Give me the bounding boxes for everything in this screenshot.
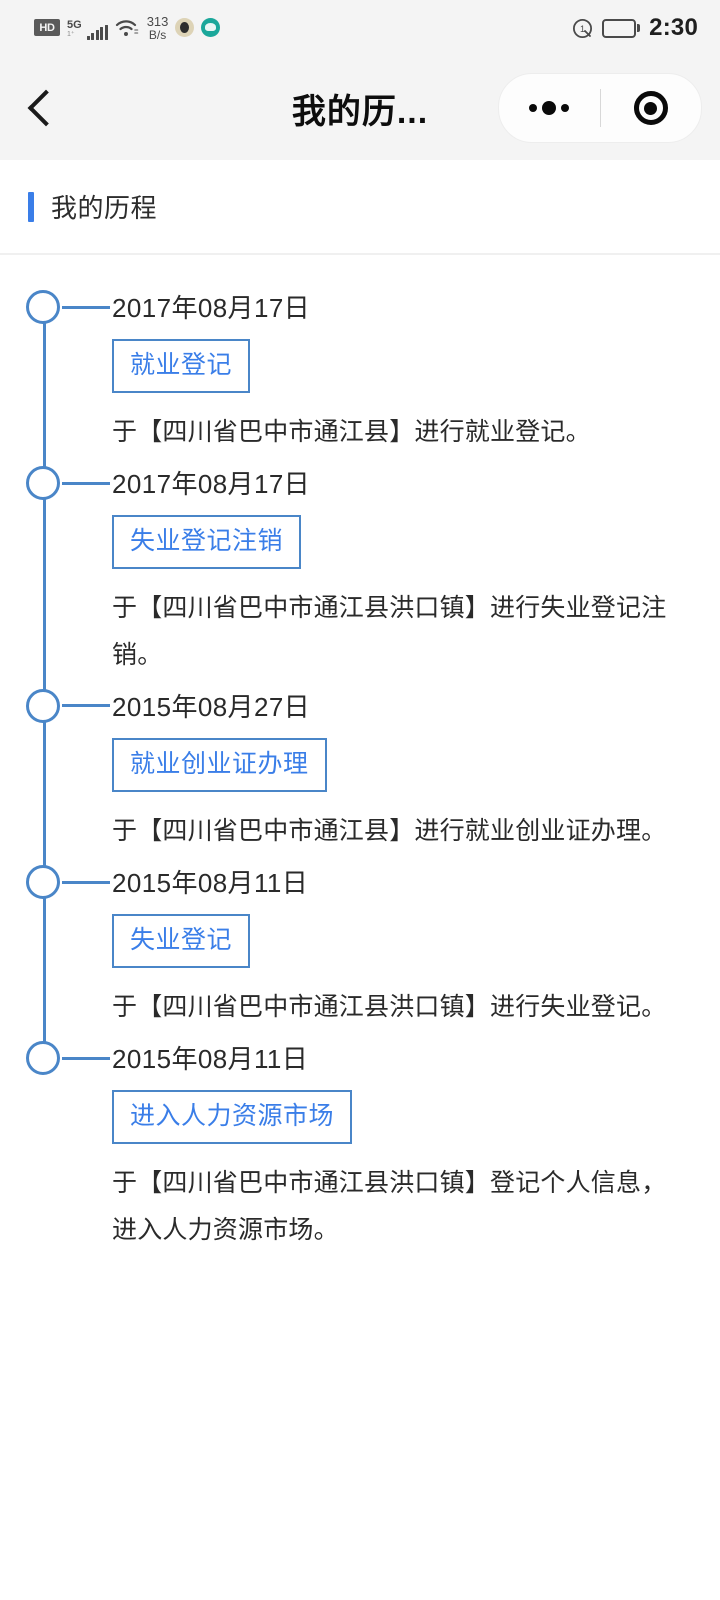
timeline-item-description: 于【四川省巴中市通江县】进行就业登记。 — [112, 418, 591, 446]
timeline-item-description: 于【四川省巴中市通江县洪口镇】进行失业登记。 — [112, 993, 667, 1021]
timeline-item-badge-row: 失业登记注销 — [112, 499, 690, 570]
navigation-bar: 我的历... — [0, 56, 720, 160]
timeline-item-description: 于【四川省巴中市通江县】进行就业创业证办理。 — [112, 816, 667, 845]
svg-text:1: 1 — [580, 24, 585, 34]
timeline-item-badge[interactable]: 失业登记 — [112, 914, 251, 968]
timeline-connector — [62, 481, 110, 485]
timeline-connector — [62, 880, 110, 884]
timeline-item-description: 于【四川省巴中市通江县洪口镇】登记个人信息，进入人力资源市场。 — [112, 1169, 667, 1244]
network-type-label: 5G — [67, 18, 82, 31]
section-title: 我的历程 — [51, 193, 158, 223]
battery-icon — [601, 18, 641, 38]
network-sub-label: 1⁺ — [67, 30, 75, 38]
timeline-item-badge[interactable]: 就业创业证办理 — [112, 737, 327, 792]
status-bar-left-group: HD 5G 1⁺ 313 B/s — [34, 15, 221, 41]
timeline-item-date: 2015年08月11日 — [112, 868, 309, 898]
timeline-item-date: 2015年08月11日 — [112, 1044, 309, 1075]
timeline-connector — [62, 305, 110, 309]
timeline-item-badge[interactable]: 失业登记注销 — [112, 515, 302, 570]
section-header: 我的历程 — [0, 160, 720, 255]
wifi-icon — [115, 18, 139, 38]
more-dots-icon — [529, 101, 570, 115]
status-bar: HD 5G 1⁺ 313 B/s 1 — [0, 0, 720, 56]
status-bar-right-group: 1 2:30 — [572, 14, 698, 42]
more-menu-button[interactable] — [499, 74, 600, 142]
network-speed-indicator: 313 B/s — [147, 15, 169, 41]
timeline-vertical-line — [43, 307, 46, 1058]
timeline-item-date: 2017年08月17日 — [112, 469, 311, 500]
timeline-item-badge[interactable]: 就业登记 — [112, 339, 251, 393]
timeline-item: 2017年08月17日失业登记注销于【四川省巴中市通江县洪口镇】进行失业登记注销… — [0, 466, 720, 690]
timeline-connector — [62, 704, 110, 708]
capsule-divider — [599, 89, 601, 127]
timeline-node-icon — [26, 290, 60, 324]
timeline-node-icon — [26, 466, 60, 501]
back-chevron-icon — [27, 89, 65, 127]
timeline-item: 2017年08月17日就业登记于【四川省巴中市通江县】进行就业登记。 — [0, 290, 720, 467]
network-speed-unit: B/s — [148, 27, 167, 42]
timeline-item-description: 于【四川省巴中市通江县洪口镇】进行失业登记注销。 — [112, 594, 667, 669]
timeline-node-icon — [26, 865, 60, 899]
hd-icon: HD — [34, 19, 60, 37]
timeline-connector — [62, 1056, 110, 1060]
close-miniprogram-button[interactable] — [601, 74, 702, 142]
timeline-item-badge-row: 就业登记 — [112, 323, 690, 393]
miniprogram-capsule — [498, 73, 702, 143]
timeline-item-badge-row: 失业登记 — [112, 898, 690, 968]
back-button[interactable] — [0, 56, 86, 160]
app-badge-teal-icon — [201, 18, 221, 38]
timeline-node-icon — [26, 1041, 60, 1076]
timeline-list: 2017年08月17日就业登记于【四川省巴中市通江县】进行就业登记。2017年0… — [0, 255, 720, 1265]
section-accent-bar — [28, 191, 34, 222]
timeline-node-icon — [26, 688, 60, 723]
alarm-clock-icon: 1 — [572, 18, 593, 39]
signal-bars-icon: 5G 1⁺ — [67, 16, 108, 40]
signal-bars-glyph — [86, 24, 108, 40]
timeline-item-date: 2017年08月17日 — [112, 293, 311, 323]
app-badge-beige-icon — [175, 18, 195, 38]
timeline-item-badge[interactable]: 进入人力资源市场 — [112, 1090, 353, 1145]
target-circle-icon — [633, 91, 668, 125]
network-speed-value: 313 — [146, 13, 169, 29]
timeline-item: 2015年08月11日失业登记于【四川省巴中市通江县洪口镇】进行失业登记。 — [0, 865, 720, 1042]
timeline-item-badge-row: 就业创业证办理 — [112, 722, 690, 792]
timeline-item: 2015年08月27日就业创业证办理于【四川省巴中市通江县】进行就业创业证办理。 — [0, 688, 720, 866]
timeline-item-badge-row: 进入人力资源市场 — [112, 1074, 690, 1145]
status-bar-clock: 2:30 — [649, 14, 698, 41]
timeline-item-date: 2015年08月27日 — [112, 691, 311, 722]
timeline-item: 2015年08月11日进入人力资源市场于【四川省巴中市通江县洪口镇】登记个人信息… — [0, 1041, 720, 1265]
